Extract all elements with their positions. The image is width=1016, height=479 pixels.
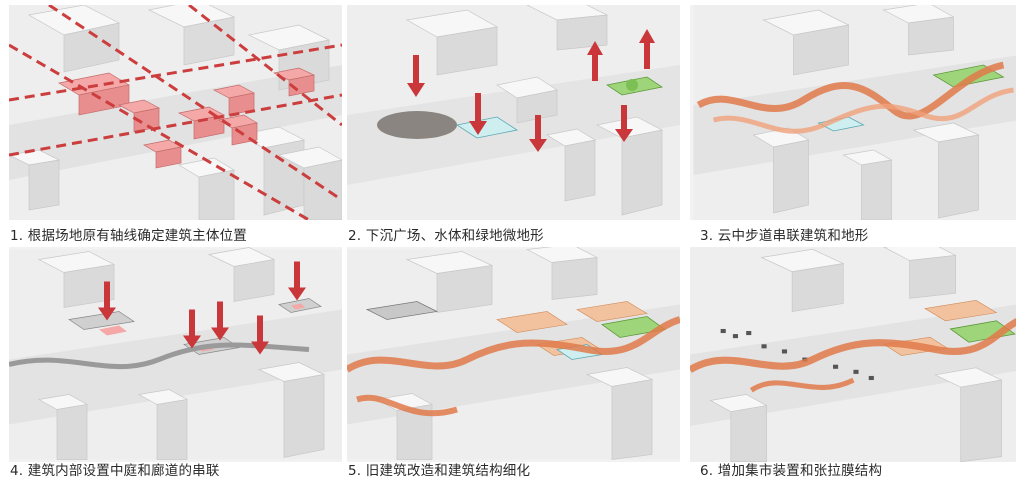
panel-6-caption: 6. 增加集市装置和张拉膜结构 <box>700 463 883 479</box>
diagram-panel-5 <box>347 247 680 462</box>
diagram-panel-4 <box>9 247 342 462</box>
diagram-panel-6 <box>690 247 1016 462</box>
panel-5-caption: 5. 旧建筑改造和建筑结构细化 <box>348 463 531 479</box>
diagram-panel-2 <box>347 5 680 220</box>
panel-4-illustration <box>9 247 342 460</box>
panel-3-caption: 3. 云中步道串联建筑和地形 <box>700 228 869 244</box>
diagram-panel-3 <box>690 5 1016 220</box>
panel-3-illustration <box>693 5 1016 220</box>
panel-2-caption: 2. 下沉广场、水体和绿地微地形 <box>348 228 544 244</box>
panel-4-caption: 4. 建筑内部设置中庭和廊道的串联 <box>10 463 220 479</box>
panel-5-illustration <box>347 247 680 460</box>
diagram-panel-1 <box>9 5 342 220</box>
panel-6-illustration <box>690 247 1016 462</box>
panel-2-illustration <box>347 5 680 220</box>
panel-1-illustration <box>9 5 342 220</box>
panel-1-caption: 1. 根据场地原有轴线确定建筑主体位置 <box>10 228 247 244</box>
